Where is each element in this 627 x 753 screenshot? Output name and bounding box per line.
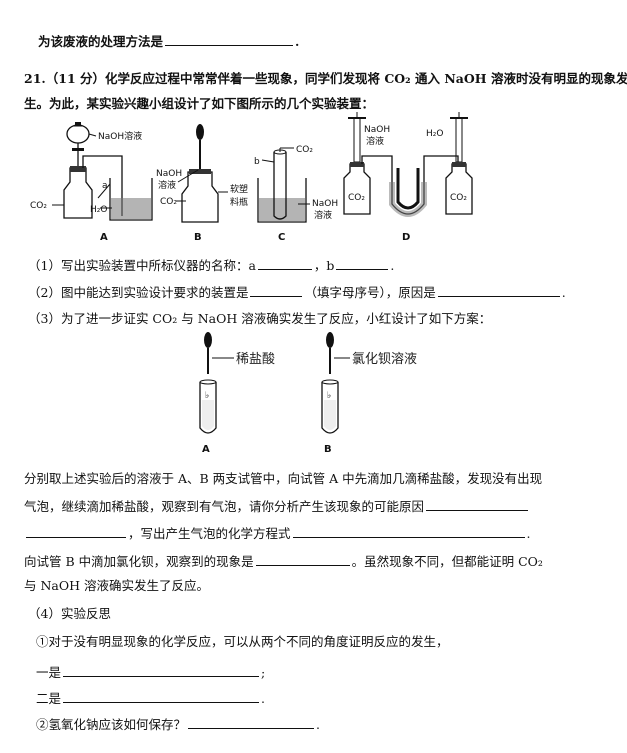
paragraph-line4: 向试管 B 中滴加氯化钡，观察到的现象是 。虽然现象不同，但都能证明 CO₂ (24, 552, 543, 571)
answer-blank-cause-cont[interactable] (26, 524, 126, 538)
q1-text: （1）写出实验装置中所标仪器的名称：a (28, 258, 256, 273)
b-naoh-label2: 溶液 (158, 179, 176, 191)
a-co2-label: CO₂ (30, 201, 47, 211)
punctuation: . (390, 258, 395, 273)
disposal-text: 为该废液的处理方法是 (38, 34, 164, 49)
p3-text: ，写出产生气泡的化学方程式 (128, 526, 291, 541)
d-naoh-label1: NaOH (364, 125, 390, 135)
b-soft-label1: 软塑 (230, 183, 248, 195)
answer-blank-a[interactable] (257, 256, 312, 270)
question-3: （3）为了进一步证实 CO₂ 与 NaOH 溶液确实发生了反应，小红设计了如下方… (28, 311, 492, 326)
question-4-one: 一是; (36, 663, 265, 682)
c-co2-label: CO₂ (296, 145, 313, 155)
d-co2-right-label: CO₂ (450, 193, 467, 203)
d-naoh-label2: 溶液 (366, 135, 384, 147)
apparatus-b: NaOH 溶液 CO₂ 软塑 料瓶 B (156, 124, 248, 243)
svg-text:♭: ♭ (205, 391, 209, 401)
paragraph-line1: 分别取上述实验后的溶液于 A、B 两支试管中，向试管 A 中先滴加几滴稀盐酸，发… (24, 471, 543, 486)
svg-text:♭: ♭ (327, 391, 331, 401)
p2-text: 气泡，继续滴加稀盐酸，观察到有气泡，请你分析产生该现象的可能原因 (24, 499, 425, 514)
b-naoh-label1: NaOH (156, 169, 182, 179)
paragraph-line3: ，写出产生气泡的化学方程式. (24, 524, 531, 543)
q1-sep: ，b (313, 258, 335, 273)
question-4-sub1: ①对于没有明显现象的化学反应，可以从两个不同的角度证明反应的发生， (36, 634, 449, 649)
question-4-sub2: ②氢氧化钠应该如何保存？. (36, 715, 320, 734)
question-1: （1）写出实验装置中所标仪器的名称：a ，b. (28, 256, 394, 275)
question-4-two: 二是. (36, 689, 265, 708)
punctuation: ; (261, 665, 266, 680)
apparatus-figure: NaOH溶液 CO₂ a H₂O A NaOH 溶液 CO₂ 软塑 料瓶 B (30, 112, 473, 243)
answer-blank-reason[interactable] (437, 283, 560, 297)
punctuation: . (295, 34, 300, 49)
dropper-b: 氯化钡溶液 (326, 332, 417, 374)
punctuation: . (261, 691, 265, 706)
question-21-intro-line1: 21.（11 分）化学反应过程中常常伴着一些现象，同学们发现将 CO₂ 通入 N… (24, 71, 627, 86)
answer-blank-device[interactable] (250, 283, 303, 297)
punctuation: . (561, 285, 566, 300)
punctuation: . (526, 526, 531, 541)
answer-blank[interactable] (165, 32, 294, 46)
p4-text: 向试管 B 中滴加氯化钡，观察到的现象是 (24, 554, 254, 569)
q2-mid: （填字母序号），原因是 (304, 285, 436, 300)
hcl-label: 稀盐酸 (236, 352, 275, 367)
bacl2-label: 氯化钡溶液 (352, 352, 417, 367)
d-h2o-label: H₂O (426, 129, 443, 139)
answer-blank-two[interactable] (63, 689, 260, 703)
dropper-a: 稀盐酸 (204, 332, 275, 374)
question-2: （2）图中能达到实验设计要求的装置是 （填字母序号），原因是. (28, 283, 566, 302)
answer-blank-cause[interactable] (426, 497, 529, 511)
one-text: 一是 (36, 665, 62, 680)
paragraph-line2: 气泡，继续滴加稀盐酸，观察到有气泡，请你分析产生该现象的可能原因 (24, 497, 530, 516)
b-soft-label2: 料瓶 (230, 196, 248, 208)
q2-text: （2）图中能达到实验设计要求的装置是 (28, 285, 249, 300)
apparatus-a: NaOH溶液 CO₂ a H₂O A (30, 122, 153, 243)
test-tube-a: ♭ A (199, 379, 217, 455)
tube-b-letter: B (324, 444, 332, 455)
a-h2o-label: H₂O (90, 205, 107, 215)
punctuation: . (316, 717, 320, 732)
b-letter: B (194, 232, 202, 243)
test-tube-b: ♭ B (321, 379, 339, 455)
a-letter: A (100, 232, 108, 243)
tube-a-letter: A (202, 444, 210, 455)
answer-blank-storage[interactable] (188, 715, 315, 729)
paragraph-line5: 与 NaOH 溶液确实发生了反应。 (24, 578, 209, 593)
disposal-question: 为该废液的处理方法是. (38, 32, 299, 51)
question-21-intro-line2: 生。为此，某实验兴趣小组设计了如下图所示的几个实验装置： (24, 96, 375, 111)
s2-text: ②氢氧化钠应该如何保存？ (36, 717, 187, 732)
d-letter: D (402, 232, 410, 243)
c-naoh-label1: NaOH (312, 199, 338, 209)
p4-rest: 。虽然现象不同，但都能证明 CO₂ (351, 554, 543, 569)
apparatus-c: CO₂ b NaOH 溶液 C (254, 145, 338, 243)
b-co2-label: CO₂ (160, 197, 177, 207)
question-4-title: （4）实验反思 (28, 606, 111, 621)
answer-blank-phenomenon[interactable] (255, 552, 350, 566)
test-tube-figure: 稀盐酸 ♭ A 氯化钡溶液 ♭ B (199, 332, 417, 455)
a-a-label: a (102, 181, 108, 191)
two-text: 二是 (36, 691, 62, 706)
answer-blank-b[interactable] (336, 256, 389, 270)
c-b-label: b (254, 157, 260, 167)
answer-blank-one[interactable] (63, 663, 260, 677)
apparatus-d: NaOH 溶液 CO₂ H₂O CO₂ D (343, 112, 473, 243)
a-naoh-label: NaOH溶液 (98, 130, 142, 142)
c-naoh-label2: 溶液 (314, 209, 332, 221)
answer-blank-equation[interactable] (292, 524, 525, 538)
c-letter: C (278, 232, 285, 243)
d-co2-left-label: CO₂ (348, 193, 365, 203)
